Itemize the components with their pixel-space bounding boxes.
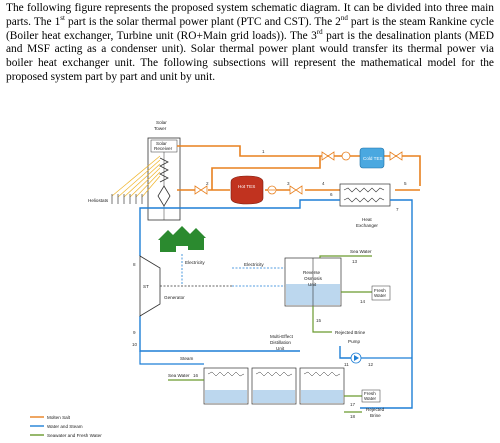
svg-text:Distillation: Distillation [270,340,291,345]
med-sea-water-inlet: Sea Water 16 [168,373,204,381]
svg-text:Sea Water: Sea Water [350,249,372,254]
salt-pump-2 [341,151,351,161]
med-unit: Multi-Effect Distillation Unit [203,334,345,405]
heat-exchanger: Heat Exchanger [339,183,391,228]
svg-text:Brine: Brine [370,413,381,418]
legend: Molten Salt Water and Steam Seawater and… [30,415,102,438]
svg-text:14: 14 [360,299,366,304]
ordinal-third: rd [316,27,323,36]
svg-text:Water: Water [364,396,377,401]
stream-numbers: 1 2 3 4 5 6 7 8 9 10 [132,149,407,347]
svg-text:Heliostats: Heliostats [88,198,109,203]
para-part-4: part is the desalination plants (MED and… [6,29,494,83]
svg-text:1: 1 [262,149,265,154]
salt-valve-4 [389,151,403,161]
svg-text:Multi-Effect: Multi-Effect [270,334,294,339]
para-part-2: part is the solar thermal power plant (P… [64,15,341,28]
electricity-line-2: Electricity [232,262,285,287]
salt-valve-3 [321,151,335,161]
salt-pump-1 [267,185,277,195]
svg-text:Cold TES: Cold TES [363,156,383,161]
intro-paragraph: The following figure represents the prop… [6,2,494,85]
reverse-osmosis-unit: Reverse Osmosis Unit [284,257,342,307]
svg-text:Tower: Tower [154,126,167,131]
svg-text:18: 18 [350,414,356,419]
med-steam-line: Steam [139,351,204,365]
system-schematic-diagram: Solar Tower Solar Receiver Heliostats [30,120,421,438]
hot-tes-tank: Hot TES [230,175,264,205]
svg-text:Electricity: Electricity [185,260,205,265]
salt-valve-1 [194,185,208,195]
svg-text:Osmosis: Osmosis [304,276,323,281]
svg-text:Generator: Generator [164,295,185,300]
svg-text:ST: ST [143,284,149,289]
para-part-1: The following figure represents the prop… [6,2,494,28]
svg-text:15: 15 [316,318,322,323]
svg-text:Unit: Unit [308,282,317,287]
svg-text:5: 5 [404,181,407,186]
med-rejected-brine-outlet: Rejected Brine 18 [344,407,385,419]
svg-text:Reverse: Reverse [303,270,321,275]
med-pump: Pump 11 12 [344,339,412,367]
electricity-line-1: Electricity [181,254,205,284]
svg-text:Hot TES: Hot TES [238,184,255,189]
ro-rejected-brine-outlet: 15 Rejected Brine [312,306,366,335]
svg-text:Molten Salt: Molten Salt [47,415,71,420]
ro-fresh-water-outlet: Fresh Water 14 [341,285,391,304]
svg-text:2: 2 [206,181,209,186]
svg-text:Pump: Pump [348,339,360,344]
svg-text:Seawater and Fresh Water: Seawater and Fresh Water [47,433,102,438]
cold-tes-tank: Cold TES [359,147,385,169]
steam-turbine: ST Generator [139,255,232,317]
svg-text:Heat: Heat [362,217,372,222]
svg-text:Solar: Solar [156,141,167,146]
houses-icon [158,226,206,252]
svg-text:4: 4 [322,181,325,186]
svg-text:Solar: Solar [156,120,167,125]
svg-text:3: 3 [287,181,290,186]
svg-text:Water and Steam: Water and Steam [47,424,83,429]
ro-sea-water-inlet: Sea Water 13 [319,249,372,264]
svg-text:10: 10 [132,342,138,347]
svg-text:Water: Water [374,293,387,298]
ordinal-second: nd [340,14,348,22]
ordinal-first: st [60,14,65,22]
svg-text:Rejected: Rejected [366,407,385,412]
svg-text:Sea Water: Sea Water [168,373,190,378]
svg-text:11: 11 [344,362,349,367]
svg-text:Fresh: Fresh [374,288,386,293]
svg-text:9: 9 [133,330,136,335]
svg-text:8: 8 [133,262,136,267]
svg-text:16: 16 [193,373,199,378]
svg-text:Unit: Unit [276,346,285,351]
svg-text:Fresh: Fresh [364,391,376,396]
svg-text:12: 12 [368,362,374,367]
med-fresh-water-outlet: Fresh Water 17 [344,389,381,407]
svg-text:Receiver: Receiver [154,146,173,151]
para-part-3: part is the steam Rankine cycle (Boiler … [6,15,494,42]
svg-text:6: 6 [330,192,333,197]
svg-text:7: 7 [396,207,399,212]
svg-text:Electricity: Electricity [244,262,264,267]
svg-text:Steam: Steam [180,356,193,361]
salt-valve-2 [289,185,303,195]
svg-text:Exchanger: Exchanger [356,223,378,228]
svg-text:13: 13 [352,259,358,264]
solar-tower: Solar Tower Solar Receiver [147,120,181,221]
svg-text:17: 17 [350,402,356,407]
heliostat-field: Heliostats [88,155,161,204]
svg-text:Rejected Brine: Rejected Brine [335,330,366,335]
